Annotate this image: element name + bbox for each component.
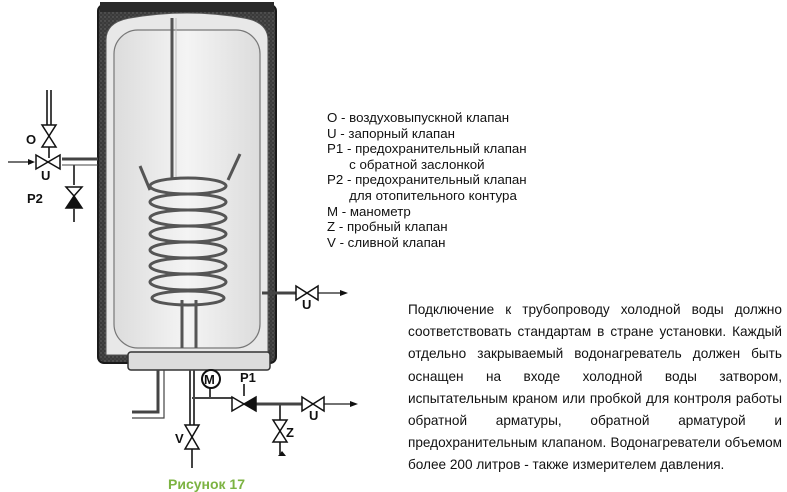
valve-o — [40, 124, 58, 148]
legend-item: P1 - предохранительный клапан — [327, 141, 527, 157]
outlet-arrow-icon — [350, 401, 358, 407]
label-u-left: U — [41, 168, 50, 183]
legend-item: P2 - предохранительный клапан — [327, 172, 527, 188]
valve-p2 — [64, 186, 84, 222]
bottom-drain-pipe — [132, 370, 350, 468]
label-v: V — [175, 431, 184, 446]
legend-item: для отопительного контура — [327, 187, 517, 203]
label-u-right: U — [302, 297, 311, 312]
legend-item: Z - пробный клапан — [327, 219, 448, 235]
manometer — [201, 369, 221, 389]
tank — [97, 2, 277, 371]
hot-water-pipe — [170, 18, 177, 180]
legend-item: V - сливной клапан — [327, 234, 446, 250]
valve-p1 — [231, 384, 257, 413]
legend-item: M - манометр — [327, 203, 411, 219]
label-p1: P1 — [240, 370, 256, 385]
label-z: Z — [286, 425, 294, 440]
valve-u-right — [295, 284, 319, 302]
heating-coil — [138, 153, 242, 348]
z-drain-arrow-icon — [278, 451, 286, 456]
legend-item: U - запорный клапан — [327, 125, 455, 141]
legend: O - воздуховыпускной клапан U - запорный… — [327, 110, 527, 250]
legend-item: с обратной заслонкой — [327, 156, 485, 172]
valve-z — [271, 419, 289, 443]
valve-u-left — [35, 153, 61, 171]
valve-u-bottom — [301, 395, 325, 413]
label-o: O — [26, 132, 36, 147]
label-m: M — [204, 372, 215, 387]
legend-item: O - воздуховыпускной клапан — [327, 110, 510, 125]
description-text: Подключение к трубопроводу холодной воды… — [408, 302, 782, 473]
valve-v — [183, 424, 201, 450]
figure-caption: Рисунок 17 — [168, 476, 245, 492]
label-p2: P2 — [27, 191, 43, 206]
label-u-bottom: U — [309, 408, 318, 423]
inlet-arrow-icon — [28, 159, 35, 165]
left-inlet-piping — [8, 90, 98, 185]
coil-outlet-pipe — [262, 290, 348, 296]
